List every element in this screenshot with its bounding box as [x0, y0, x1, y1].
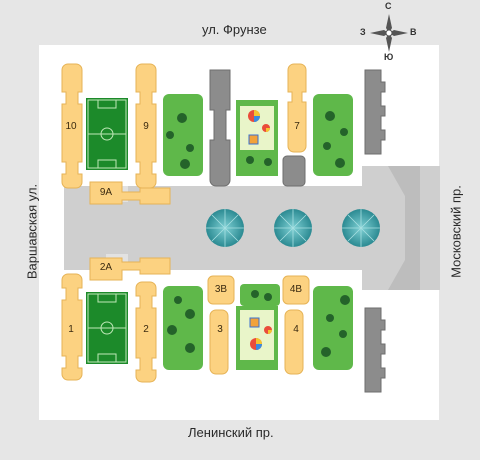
- building-9-label: 9: [143, 121, 149, 132]
- fountain-3: [342, 209, 380, 247]
- building-2-label: 2: [143, 324, 149, 335]
- courtyard-north-1: [163, 94, 203, 176]
- courtyard-south-3: [313, 286, 353, 370]
- building-2: [135, 281, 157, 383]
- building-2a-label: 2А: [99, 262, 113, 273]
- building-2a: [89, 257, 171, 281]
- compass-west-label: З: [360, 27, 366, 37]
- playground-north: [236, 100, 278, 176]
- building-7-label: 7: [294, 121, 300, 132]
- gray-building-east-south: [364, 307, 386, 393]
- compass-south-label: Ю: [384, 52, 394, 62]
- courtyard-south-2: [240, 284, 280, 306]
- street-label-bottom: Ленинский пр.: [188, 425, 274, 440]
- building-10: [61, 63, 83, 189]
- courtyard-south-1: [163, 286, 203, 370]
- compass-east-label: В: [410, 27, 417, 37]
- building-9: [135, 63, 157, 189]
- gray-building-north-1: [209, 69, 231, 187]
- street-label-left: Варшавская ул.: [24, 183, 40, 280]
- building-3b-label: 3В: [214, 284, 228, 295]
- building-7: [287, 63, 307, 153]
- building-4b: [282, 275, 310, 305]
- building-3: [209, 309, 229, 375]
- building-1: [61, 273, 83, 381]
- street-label-top: ул. Фрунзе: [202, 22, 267, 37]
- street-label-right: Московский пр.: [448, 185, 464, 278]
- football-field-south: [86, 292, 128, 364]
- compass-north-label: С: [385, 1, 392, 11]
- building-1-label: 1: [68, 324, 74, 335]
- building-4: [284, 309, 304, 375]
- fountain-1: [206, 209, 244, 247]
- playground-south: [236, 306, 278, 370]
- compass-rose: [370, 14, 408, 52]
- fountain-2: [274, 209, 312, 247]
- courtyard-north-2: [313, 94, 353, 176]
- football-field-north: [86, 98, 128, 170]
- gray-building-north-2: [282, 155, 306, 187]
- building-3-label: 3: [217, 324, 223, 335]
- building-4-label: 4: [293, 324, 299, 335]
- building-9a: [89, 181, 171, 205]
- gray-building-east-north: [364, 69, 386, 155]
- building-4b-label: 4В: [289, 284, 303, 295]
- building-3b: [207, 275, 235, 305]
- building-9a-label: 9А: [99, 187, 113, 198]
- building-10-label: 10: [65, 121, 77, 132]
